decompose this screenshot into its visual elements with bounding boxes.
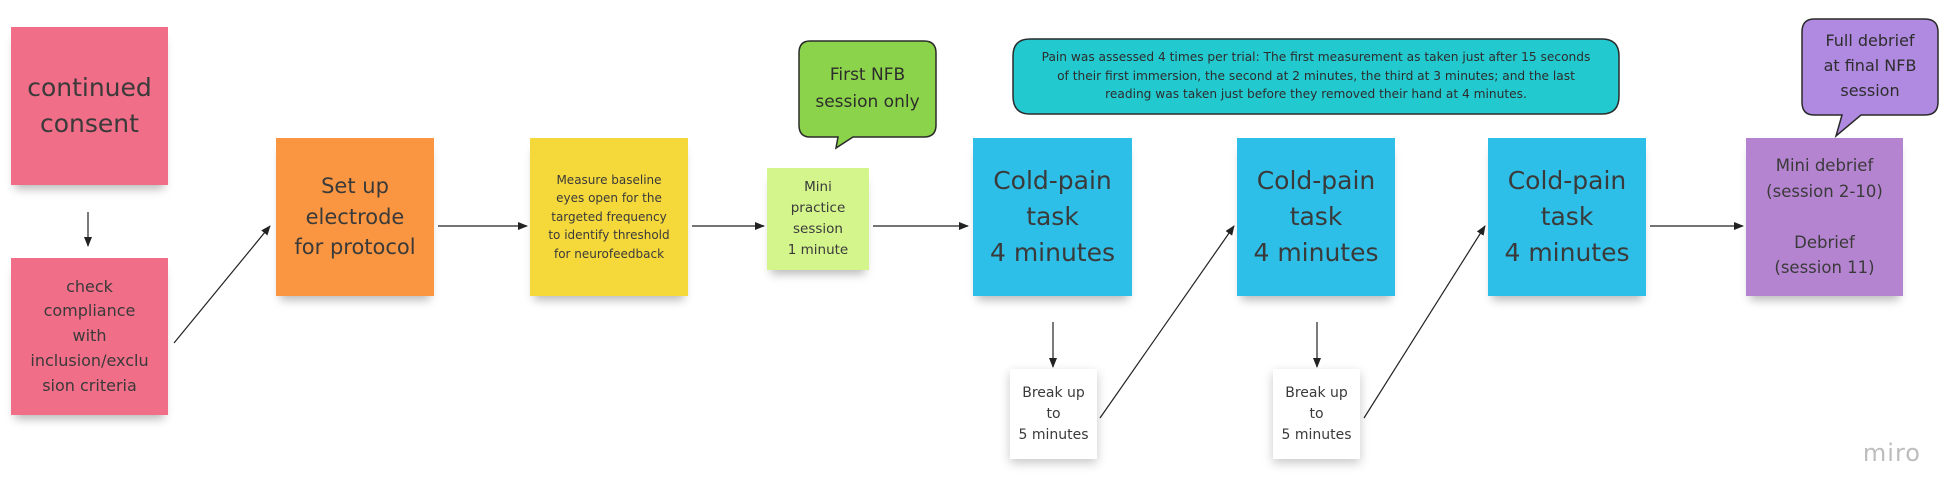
note-break-1[interactable]: Break up to 5 minutes: [1010, 369, 1097, 459]
note-cold-pain-task-2-text: Cold-pain task 4 minutes: [1253, 165, 1379, 268]
callout-full-debrief-text: Full debrief at final NFB session: [1823, 31, 1917, 100]
note-continued-consent-text: continued consent: [27, 72, 152, 138]
miro-logo: miro: [1862, 439, 1921, 467]
note-check-compliance-text: check compliance with inclusion/exclu si…: [30, 276, 149, 395]
callout-full-debrief[interactable]: Full debrief at final NFB session: [1801, 18, 1941, 139]
note-break-2-text: Break up to 5 minutes: [1281, 384, 1352, 443]
callout-first-nfb-text: First NFB session only: [815, 65, 920, 112]
note-cold-pain-task-1-text: Cold-pain task 4 minutes: [989, 165, 1116, 268]
callout-pain-assessment-shape: [1012, 38, 1620, 115]
note-debrief[interactable]: Mini debrief (session 2-10) Debrief (ses…: [1746, 138, 1903, 296]
arrow-break1-to-cold2: [1099, 225, 1235, 419]
arrow-compliance-to-electrode: [173, 225, 271, 344]
callout-full-debrief-shape: [1801, 18, 1939, 139]
note-cold-pain-task-1[interactable]: Cold-pain task 4 minutes: [973, 138, 1132, 296]
note-measure-baseline[interactable]: Measure baseline eyes open for the targe…: [530, 138, 688, 296]
note-set-up-electrode[interactable]: Set up electrode for protocol: [276, 138, 434, 296]
note-cold-pain-task-3[interactable]: Cold-pain task 4 minutes: [1488, 138, 1646, 296]
note-check-compliance[interactable]: check compliance with inclusion/exclu si…: [11, 258, 168, 415]
note-cold-pain-task-3-text: Cold-pain task 4 minutes: [1504, 165, 1630, 268]
note-debrief-text: Mini debrief (session 2-10) Debrief (ses…: [1766, 156, 1883, 278]
note-measure-baseline-text: Measure baseline eyes open for the targe…: [548, 172, 670, 261]
callout-pain-assessment-text: Pain was assessed 4 times per trial: The…: [1041, 49, 1591, 102]
note-mini-practice-text: Mini practice session 1 minute: [787, 179, 849, 258]
callout-first-nfb-shape: [798, 40, 937, 150]
note-mini-practice[interactable]: Mini practice session 1 minute: [767, 168, 869, 270]
callout-pain-assessment[interactable]: Pain was assessed 4 times per trial: The…: [1012, 38, 1622, 118]
note-set-up-electrode-text: Set up electrode for protocol: [294, 174, 416, 260]
note-continued-consent[interactable]: continued consent: [11, 27, 168, 185]
note-cold-pain-task-2[interactable]: Cold-pain task 4 minutes: [1237, 138, 1395, 296]
arrow-break2-to-cold3: [1363, 225, 1486, 419]
callout-first-nfb[interactable]: First NFB session only: [798, 40, 938, 150]
note-break-2[interactable]: Break up to 5 minutes: [1273, 369, 1360, 459]
note-break-1-text: Break up to 5 minutes: [1018, 384, 1089, 443]
